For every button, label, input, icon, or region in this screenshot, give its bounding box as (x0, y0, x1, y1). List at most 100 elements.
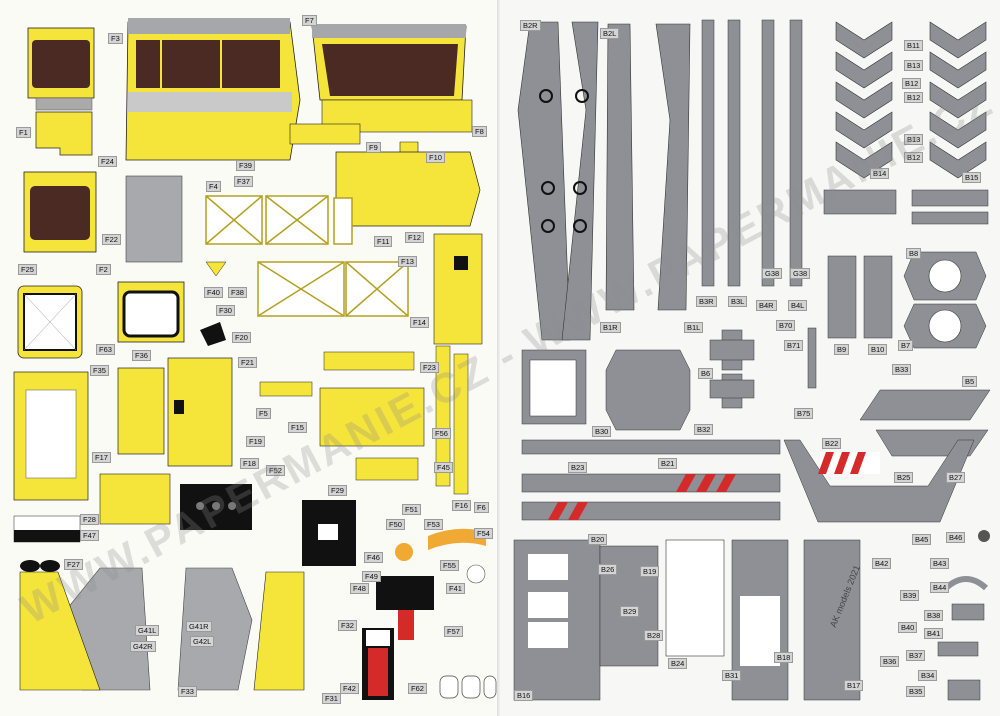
part-label: F50 (386, 519, 405, 530)
part-label: F48 (350, 583, 369, 594)
part-label: B7 (898, 340, 914, 351)
part-label: F40 (204, 287, 223, 298)
part-label: B46 (946, 532, 966, 543)
part-label: G42R (130, 641, 156, 652)
part-label: B33 (892, 364, 912, 375)
part-b21 (521, 439, 781, 455)
part-b44-arc (943, 576, 989, 591)
part-label: B37 (906, 650, 926, 661)
part-f12-black (454, 256, 468, 270)
part-disc-f55 (466, 564, 486, 584)
part-hazard-stripes (548, 474, 736, 520)
part-label: B12 (902, 78, 922, 89)
part-label: B75 (794, 408, 814, 419)
part-b10 (863, 255, 893, 339)
part-label: F46 (364, 552, 383, 563)
part-f45 (355, 457, 419, 481)
part-label: B12 (904, 152, 924, 163)
part-label: B13 (904, 60, 924, 71)
part-label: B15 (962, 172, 982, 183)
part-label: B39 (900, 590, 920, 601)
part-label: B36 (880, 656, 900, 667)
part-label: F54 (474, 528, 493, 539)
part-door-f21-black (174, 400, 184, 414)
part-door-f36 (117, 367, 165, 455)
part-g42r (253, 571, 305, 691)
part-label: F20 (232, 332, 251, 343)
part-label: B5 (962, 376, 978, 387)
part-label: F29 (328, 485, 347, 496)
part-b70 (807, 327, 817, 389)
part-label: B11 (904, 40, 923, 51)
part-strip-f9 (289, 123, 361, 145)
part-f1-panel (35, 111, 93, 156)
part-b15 (911, 189, 989, 207)
part-label: B3R (696, 296, 717, 307)
part-g42l (19, 571, 101, 691)
part-label: B30 (592, 426, 612, 437)
part-label: B22 (822, 438, 842, 449)
part-b17 (803, 539, 861, 701)
part-grille (35, 97, 93, 111)
part-label: B40 (898, 622, 918, 633)
part-label: F57 (444, 626, 463, 637)
part-grey-panel-f4 (125, 175, 183, 263)
part-arm-b1l (655, 23, 691, 311)
part-label: F9 (366, 142, 381, 153)
part-label: F32 (338, 620, 357, 631)
part-label: F17 (92, 452, 111, 463)
part-label: B71 (784, 340, 804, 351)
part-b9 (827, 255, 857, 339)
part-label: F6 (474, 502, 489, 513)
part-f41-black (376, 576, 434, 610)
part-label: F4 (206, 181, 221, 192)
part-label: B29 (620, 606, 640, 617)
part-label: F35 (90, 365, 109, 376)
part-chevrons-right (929, 21, 987, 179)
part-label: G42L (190, 636, 215, 647)
part-label: B24 (668, 658, 688, 669)
part-label: F42 (340, 683, 359, 694)
part-label: F49 (362, 571, 381, 582)
part-f28-black (14, 530, 80, 542)
part-label: B10 (868, 344, 888, 355)
part-label: B17 (844, 680, 864, 691)
part-label: B27 (946, 472, 966, 483)
part-label: F16 (452, 500, 471, 511)
part-b4l (789, 19, 803, 287)
part-label: F33 (178, 686, 197, 697)
part-f5 (259, 381, 313, 397)
part-label: B38 (924, 610, 944, 621)
part-label: B23 (568, 462, 588, 473)
part-label: B19 (640, 566, 660, 577)
part-cab-roof-f3 (128, 18, 290, 34)
part-label: F11 (374, 236, 393, 247)
part-label: F62 (408, 683, 427, 694)
part-label: B31 (722, 670, 742, 681)
part-label: F37 (234, 176, 253, 187)
part-label: B2L (600, 28, 620, 39)
part-b34 (937, 641, 979, 657)
part-label: F51 (402, 504, 421, 515)
part-label: F31 (322, 693, 341, 704)
part-orange-disc (395, 543, 413, 561)
part-cab-grey-strip (128, 92, 292, 112)
part-b38 (951, 603, 985, 621)
part-label: F39 (236, 160, 255, 171)
part-label: B16 (514, 690, 534, 701)
part-arm-b2r (517, 21, 571, 341)
part-label: F45 (434, 462, 453, 473)
part-label: F5 (256, 408, 271, 419)
part-b6-cross (709, 329, 755, 409)
part-f20 (200, 322, 226, 346)
part-chevrons-left (835, 21, 893, 179)
part-label: B28 (644, 630, 664, 641)
part-label: G38 (762, 268, 783, 279)
part-f14-strip (435, 345, 451, 487)
part-label: B1L (684, 322, 704, 333)
part-b32 (605, 349, 691, 431)
part-label: F2 (96, 264, 111, 275)
part-b27 (521, 501, 781, 521)
part-label: B18 (774, 652, 794, 663)
